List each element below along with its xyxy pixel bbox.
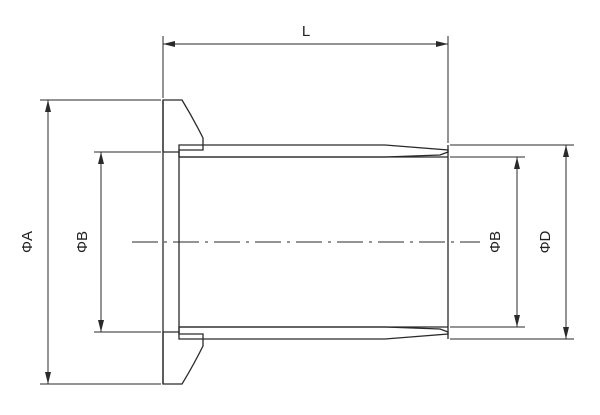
flange-bottom-section	[162, 331, 204, 385]
dim-b-left-label: ΦB	[74, 231, 91, 253]
dim-b-right-label: ΦB	[487, 231, 504, 253]
dim-a-label: ΦA	[19, 231, 36, 253]
tube-wall-bottom-section	[178, 326, 449, 340]
flange-top-section	[162, 99, 204, 153]
dim-d-label: ΦD	[537, 230, 554, 253]
tube-wall-top-section	[178, 144, 449, 158]
dim-l-label: L	[302, 23, 310, 40]
